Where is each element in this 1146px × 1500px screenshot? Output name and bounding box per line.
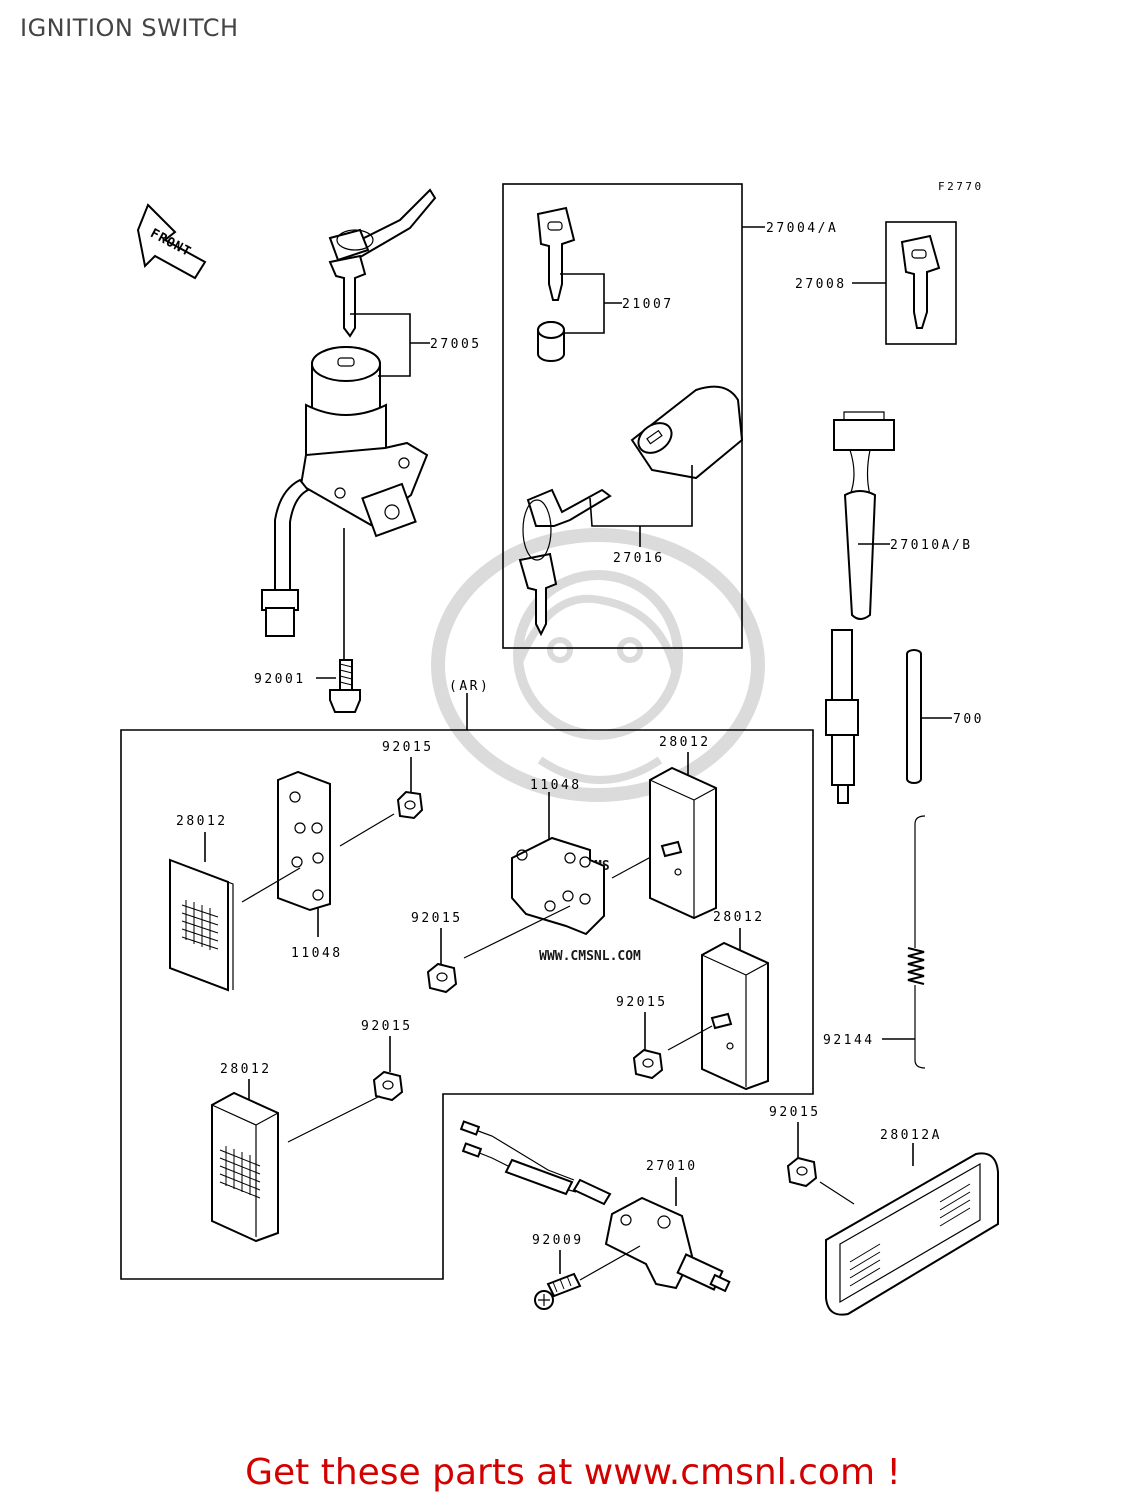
tube-part [906, 649, 922, 784]
reflector-bottom-part [210, 1091, 279, 1243]
callout-92001: 92001 [254, 672, 306, 687]
callout-92015-a: 92015 [382, 740, 434, 755]
callout-27004a: 27004/A [766, 221, 838, 236]
callout-92144: 92144 [823, 1033, 875, 1048]
callout-92015-c: 92015 [616, 995, 668, 1010]
callout-92015-b: 92015 [411, 911, 463, 926]
screw-part [534, 1272, 582, 1310]
callout-28012a: 28012A [880, 1128, 942, 1143]
callout-ar: (AR) [449, 679, 490, 694]
spring-part [907, 815, 926, 1069]
key-icon [536, 206, 576, 301]
callout-21007: 21007 [622, 297, 674, 312]
key-icon [900, 234, 941, 329]
front-arrow-icon: FRONT [136, 203, 207, 280]
page-title: IGNITION SWITCH [20, 14, 239, 42]
callout-27005: 27005 [430, 337, 482, 352]
keyset-box [502, 183, 743, 649]
nut-part [396, 790, 424, 820]
callout-92015-e: 92015 [769, 1105, 821, 1120]
nut-part [372, 1070, 404, 1102]
bracket-left-part [277, 770, 331, 912]
callout-28012-right: 28012 [713, 910, 765, 925]
reflector-top-part [648, 766, 717, 920]
nut-part [632, 1048, 664, 1080]
callout-27016: 27016 [613, 551, 665, 566]
reflector-right-part [700, 941, 769, 1091]
callout-700: 700 [953, 712, 984, 727]
callout-27010ab: 27010A/B [890, 538, 973, 553]
footer-link[interactable]: Get these parts at www.cmsnl.com ! [245, 1452, 901, 1493]
callout-11048-left: 11048 [291, 946, 343, 961]
switch-lead-part [825, 411, 895, 804]
callout-92015-d: 92015 [361, 1019, 413, 1034]
callout-27008: 27008 [795, 277, 847, 292]
nut-part [426, 962, 458, 994]
switch-part [459, 1120, 731, 1293]
callout-28012-top: 28012 [659, 735, 711, 750]
callout-28012-bottom: 28012 [220, 1062, 272, 1077]
reflector-left-part [169, 858, 234, 992]
bracket-center-part [511, 836, 605, 936]
watermark-url: WWW.CMSNL.COM [539, 949, 641, 964]
watermark-logo: CMS WWW.CMSNL.COM [431, 528, 765, 964]
parts-diagram: CMS WWW.CMSNL.COM F2770 FRONT [120, 180, 999, 1316]
callout-92009: 92009 [532, 1233, 584, 1248]
lock-cylinder-part [537, 321, 565, 362]
reflector-group-frame [120, 729, 814, 1280]
ignition-switch-part [261, 188, 437, 713]
nut-part [786, 1156, 818, 1188]
seat-lock-part [630, 385, 744, 480]
figure-code: F2770 [938, 180, 984, 193]
callout-27010: 27010 [646, 1159, 698, 1174]
reflector-large-part [825, 1152, 999, 1316]
callout-28012-left: 28012 [176, 814, 228, 829]
callout-11048-mid: 11048 [530, 778, 582, 793]
